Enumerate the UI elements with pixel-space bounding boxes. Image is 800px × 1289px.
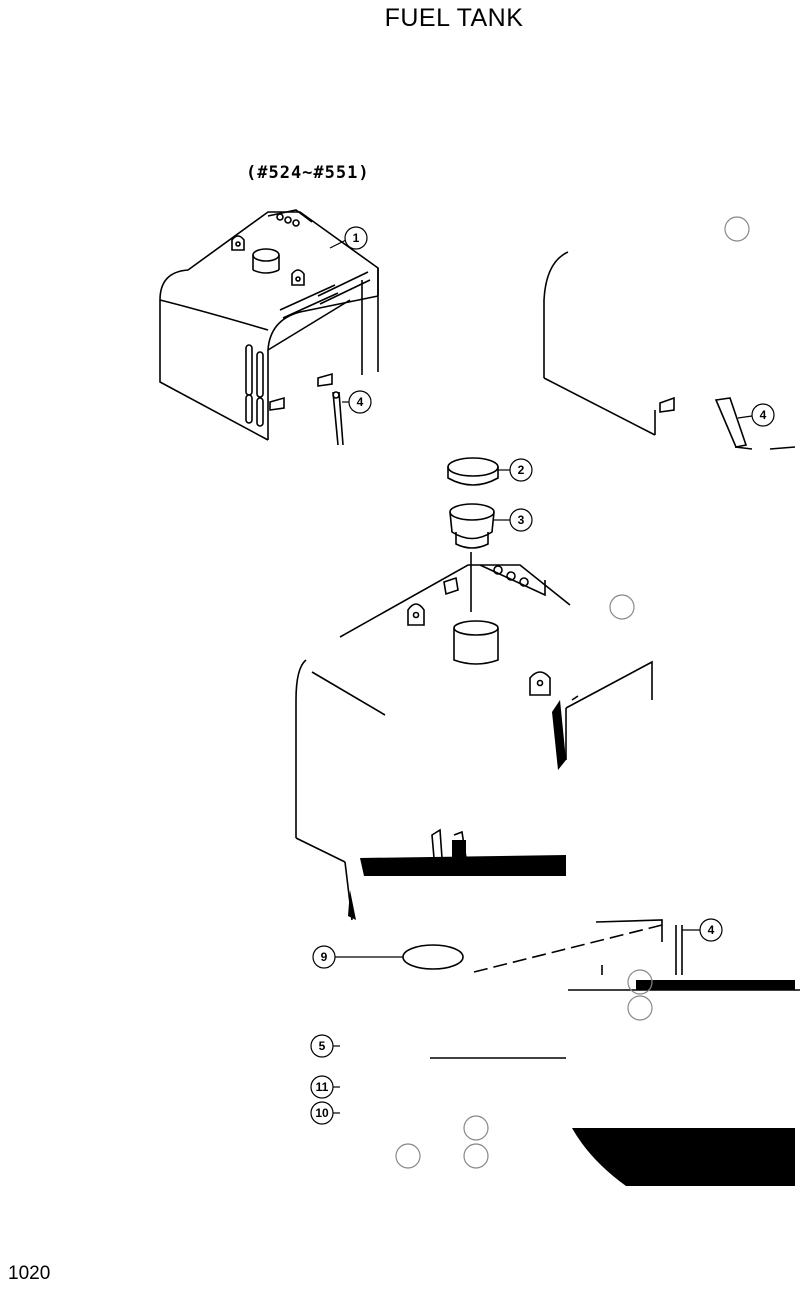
callout-4b: 4 — [737, 403, 775, 427]
svg-text:10: 10 — [315, 1106, 329, 1120]
callout-4c: 4 — [682, 918, 723, 942]
svg-text:2: 2 — [518, 463, 525, 477]
page-number: 1020 — [8, 1263, 51, 1284]
empty-reference-circle — [609, 594, 635, 620]
alt-fuel-tank-partial-drawing — [543, 251, 796, 450]
svg-text:9: 9 — [321, 950, 328, 964]
callout-10: 10 — [310, 1101, 340, 1125]
callout-2: 2 — [498, 458, 533, 482]
svg-text:4: 4 — [708, 923, 715, 937]
svg-text:5: 5 — [319, 1039, 326, 1053]
cap-and-strainer-drawing — [447, 457, 499, 612]
small-fuel-tank-drawing — [159, 209, 379, 446]
page-title: FUEL TANK — [384, 4, 524, 32]
callout-4a: 4 — [342, 390, 372, 414]
svg-text:3: 3 — [518, 513, 525, 527]
svg-text:1: 1 — [353, 231, 360, 245]
empty-reference-circle — [627, 969, 653, 995]
callout-9: 9 — [312, 945, 403, 969]
callout-3: 3 — [494, 508, 533, 532]
empty-reference-circle — [463, 1115, 489, 1141]
empty-reference-circle — [395, 1143, 421, 1169]
callout-11: 11 — [310, 1075, 340, 1099]
svg-text:4: 4 — [357, 395, 364, 409]
svg-text:11: 11 — [316, 1080, 329, 1094]
callout-1: 1 — [329, 226, 368, 250]
callout-5: 5 — [310, 1034, 340, 1058]
serial-range-label: (#524~#551) — [246, 163, 370, 183]
empty-reference-circle — [463, 1143, 489, 1169]
svg-text:4: 4 — [760, 408, 767, 422]
empty-reference-circle — [627, 995, 653, 1021]
empty-reference-circle — [724, 216, 750, 242]
